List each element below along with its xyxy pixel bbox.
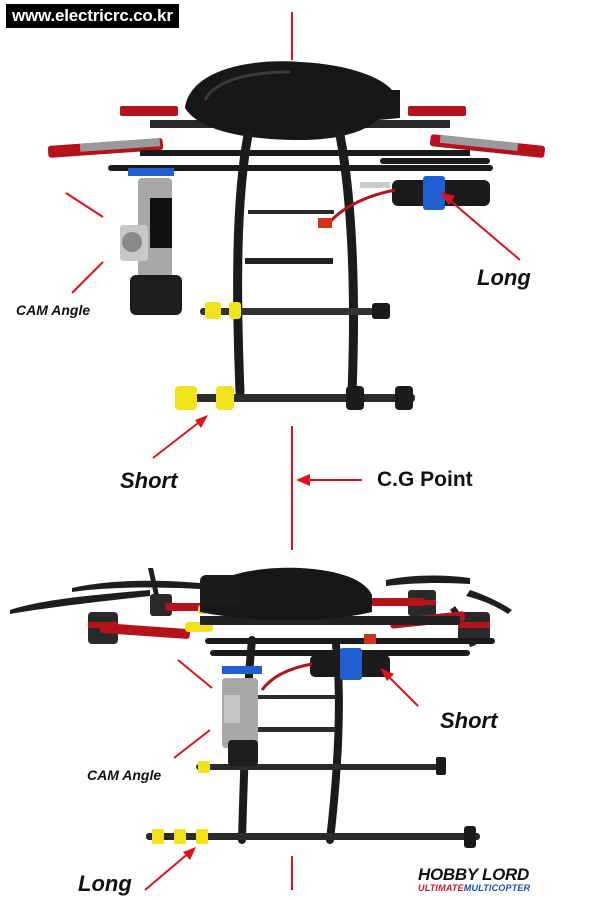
long-label-bottom: Long [78, 871, 132, 896]
camera-gimbal-bottom [222, 666, 262, 766]
cam-angle-label-top: CAM Angle [16, 302, 91, 318]
bottom-annotations [144, 659, 419, 891]
watermark-url: www.electricrc.co.kr [6, 4, 179, 28]
hobby-lord-logo: HOBBY LORD ULTIMATEMULTICOPTER [418, 866, 596, 894]
long-arrow-bottom [144, 851, 191, 891]
short-arrow-bottom [385, 673, 419, 707]
cam-angle-line-1 [65, 192, 104, 218]
cam-angle-line-4 [173, 729, 211, 759]
yellow-grips-top [175, 302, 241, 410]
brand-tagline: ULTIMATEMULTICOPTER [418, 883, 596, 893]
cam-angle-label-bottom: CAM Angle [87, 767, 162, 783]
camera-gimbal-top [120, 168, 182, 315]
cam-angle-line-2 [71, 261, 104, 294]
battery-bottom [260, 634, 390, 691]
top-annotations [65, 192, 521, 486]
top-drone [47, 61, 546, 410]
long-label-top: Long [477, 265, 531, 290]
long-arrow-top [445, 196, 521, 261]
cam-angle-line-3 [177, 659, 213, 689]
brand-name: HOBBY LORD [418, 865, 529, 884]
yellow-grips-bottom [152, 761, 210, 844]
cg-point-label: C.G Point [377, 468, 473, 491]
brand-tagline-part1: ULTIMATE [418, 883, 464, 893]
short-arrow-top [152, 419, 203, 459]
short-label-top: Short [120, 468, 178, 493]
short-label-bottom: Short [440, 708, 498, 733]
battery-top [318, 176, 490, 228]
brand-tagline-part2: MULTICOPTER [463, 883, 531, 893]
bottom-drone [10, 567, 512, 848]
